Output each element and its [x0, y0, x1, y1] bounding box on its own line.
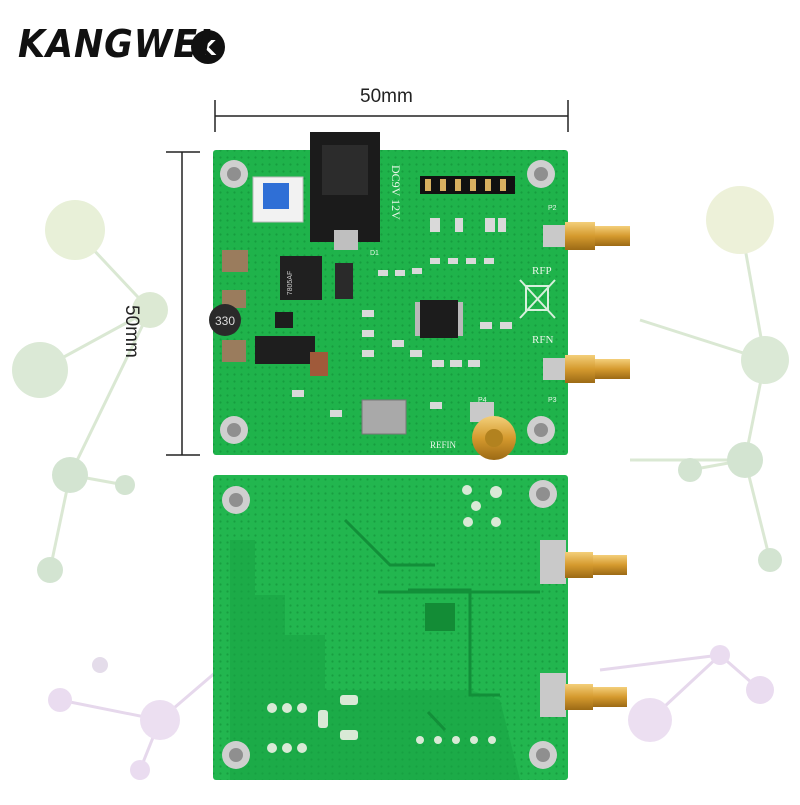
mounting-holes-top	[220, 160, 555, 444]
background-nodes	[12, 186, 789, 780]
mounting-holes-bottom	[222, 480, 557, 769]
width-dimension-line	[214, 100, 569, 132]
pcb-top-board: 330 7805AF	[209, 132, 568, 455]
brand-badge-icon: K	[191, 30, 225, 64]
power-switch	[252, 176, 304, 223]
p3-label: P3	[548, 397, 557, 404]
sma-connector-rfp	[543, 222, 630, 250]
weee-mark-icon	[519, 279, 556, 319]
refin-label: REFIN	[430, 440, 457, 450]
pin-header	[420, 176, 515, 194]
sma-connector-rfn	[543, 355, 630, 383]
smd-components	[292, 218, 512, 417]
brand-badge-letter: K	[200, 36, 217, 60]
pcb-bottom-board	[213, 475, 568, 780]
p4-label: P4	[478, 397, 487, 404]
inductor-330	[209, 304, 241, 336]
rfp-label: RFP	[532, 265, 552, 277]
brand-logo: KANGWEI	[18, 22, 213, 66]
sma-connector-bottom-lower	[540, 673, 627, 717]
height-dimension-line	[166, 151, 200, 456]
power-label: DC9V 12V	[389, 165, 403, 220]
sma-connector-bottom-upper	[540, 540, 627, 584]
crystal-oscillator	[361, 399, 407, 435]
width-dimension-label: 50mm	[360, 86, 413, 107]
via-grid	[425, 603, 455, 631]
solder-pads	[267, 485, 502, 753]
dc-power-jack	[310, 132, 380, 250]
height-dimension-label: 50mm	[121, 305, 142, 358]
regulator-label: 7805AF	[287, 271, 294, 296]
rfn-label: RFN	[532, 334, 553, 346]
p2-label: P2	[548, 205, 557, 212]
d1-label: D1	[370, 250, 379, 257]
components-left	[222, 250, 353, 376]
sma-connector-refin	[470, 402, 516, 460]
main-ic-chip	[415, 300, 463, 338]
inductor-label: 330	[215, 314, 235, 328]
